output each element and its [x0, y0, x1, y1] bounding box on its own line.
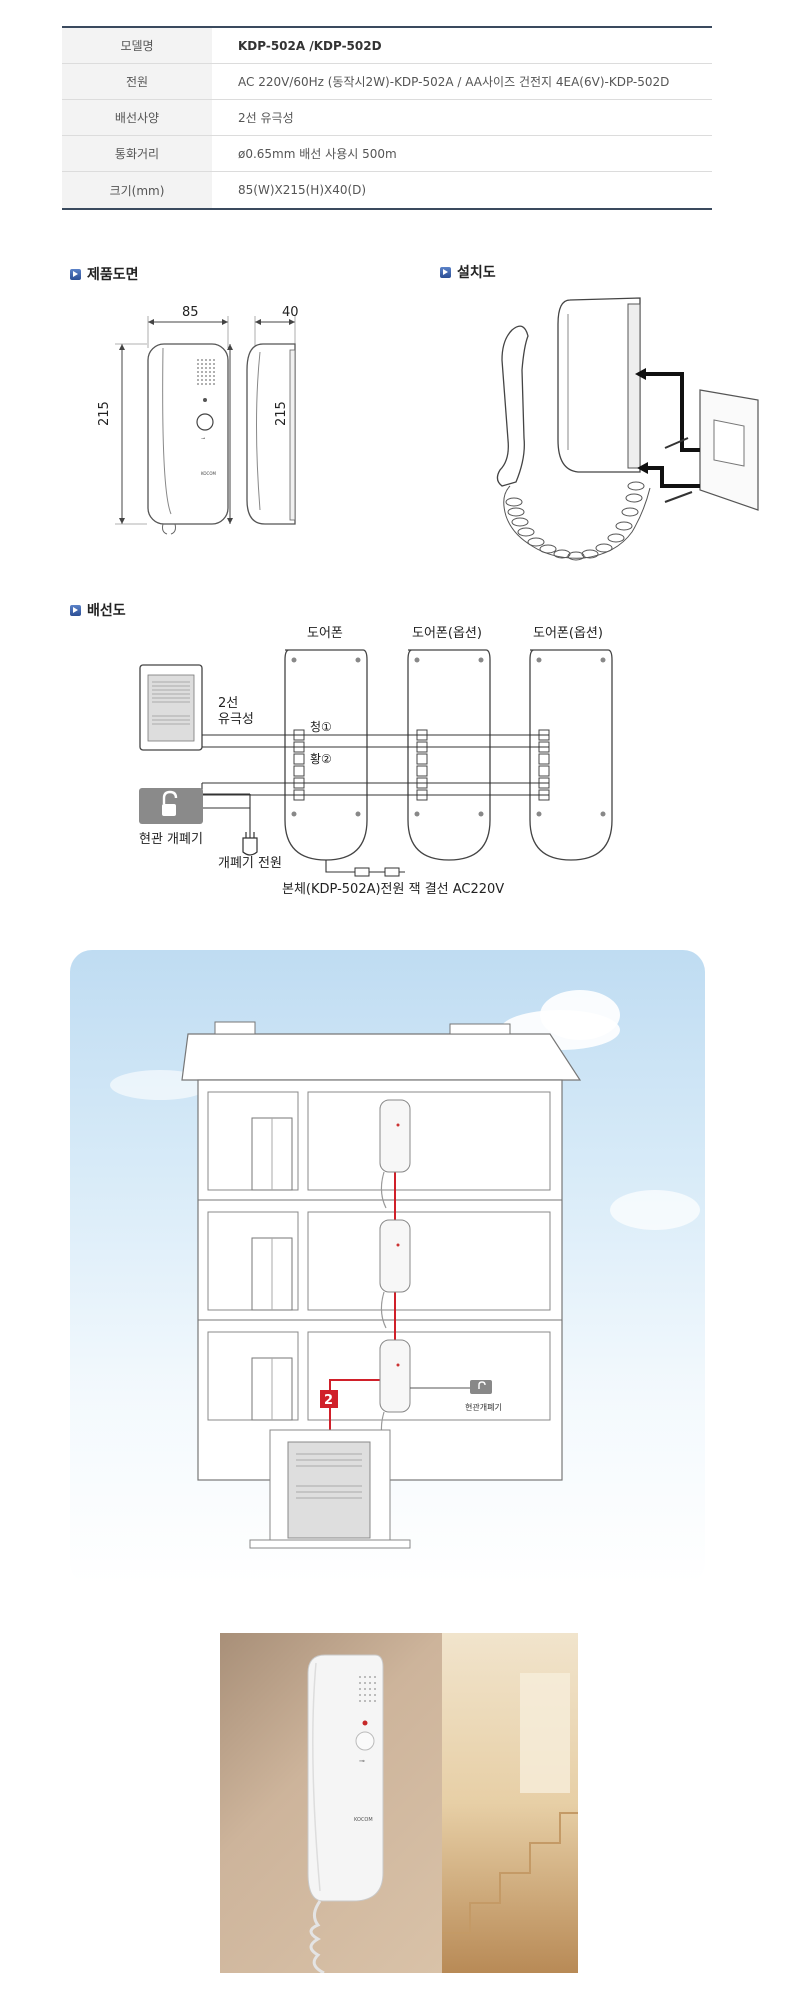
spec-value: KDP-502A /KDP-502D	[238, 38, 382, 53]
spec-value: ø0.65mm 배선 사용시 500m	[238, 147, 397, 161]
spec-key: 크기(mm)	[62, 172, 212, 208]
spec-value: 85(W)X215(H)X40(D)	[238, 183, 367, 197]
spec-row-distance: 통화거리 ø0.65mm 배선 사용시 500m	[62, 136, 712, 172]
dim-width: 85	[182, 305, 199, 320]
spec-table: 모델명 KDP-502A /KDP-502D 전원 AC 220V/60Hz (…	[62, 26, 712, 210]
wiring-door-1: 도어폰	[307, 626, 343, 641]
spec-value: 2선 유극성	[238, 111, 294, 125]
section-title-install: 설치도	[440, 262, 496, 282]
building-lock-label: 현관개폐기	[465, 1402, 502, 1412]
building-illustration: 2 현관개폐기	[70, 950, 705, 1585]
wiring-door-3: 도어폰(옵션)	[533, 626, 603, 641]
play-bullet-icon	[70, 268, 81, 280]
spec-value: AC 220V/60Hz (동작시2W)-KDP-502A / AA사이즈 건전…	[238, 75, 670, 89]
spec-key: 전원	[62, 64, 212, 99]
wiring-main-power: 본체(KDP-502A)전원 잭 결선 AC220V	[282, 882, 505, 897]
dim-depth: 40	[282, 305, 299, 320]
product-drawing: ⊸ KOCOM	[115, 316, 296, 535]
play-bullet-icon	[440, 266, 451, 278]
wire-count-badge: 2	[324, 1393, 333, 1408]
install-diagram	[496, 297, 759, 561]
spec-row-model: 모델명 KDP-502A /KDP-502D	[62, 28, 712, 64]
svg-text:⊸: ⊸	[359, 1757, 365, 1765]
building-drawing: 2 현관개폐기	[181, 1021, 582, 1549]
spec-row-power: 전원 AC 220V/60Hz (동작시2W)-KDP-502A / AA사이즈…	[62, 64, 712, 100]
spec-row-wiring: 배선사양 2선 유극성	[62, 100, 712, 136]
spec-key: 모델명	[62, 28, 212, 63]
photo-brand-text: KOCOM	[354, 1817, 373, 1823]
product-photo: ⊸ KOCOM	[220, 1633, 578, 1973]
spec-key: 배선사양	[62, 100, 212, 135]
wiring-wire-2: 황②	[310, 752, 332, 766]
wiring-door-2: 도어폰(옵션)	[412, 626, 482, 641]
wiring-diagram	[139, 649, 613, 877]
brand-text: KOCOM	[201, 471, 216, 476]
spec-key: 통화거리	[62, 136, 212, 171]
dim-height-side: 215	[274, 401, 289, 426]
wiring-wire-1: 청①	[310, 720, 332, 734]
spec-row-size: 크기(mm) 85(W)X215(H)X40(D)	[62, 172, 712, 208]
wiring-polarity: 유극성	[218, 712, 254, 727]
section-title-wiring: 배선도	[70, 600, 126, 620]
wiring-two-wire: 2선	[218, 696, 239, 711]
svg-text:⊸: ⊸	[201, 436, 205, 442]
dim-height: 215	[97, 401, 112, 426]
wiring-lock-power: 개폐기 전원	[218, 856, 282, 871]
wiring-lock-label: 현관 개폐기	[139, 832, 203, 847]
section-title-drawing: 제품도면	[70, 264, 139, 284]
play-bullet-icon	[70, 604, 81, 616]
